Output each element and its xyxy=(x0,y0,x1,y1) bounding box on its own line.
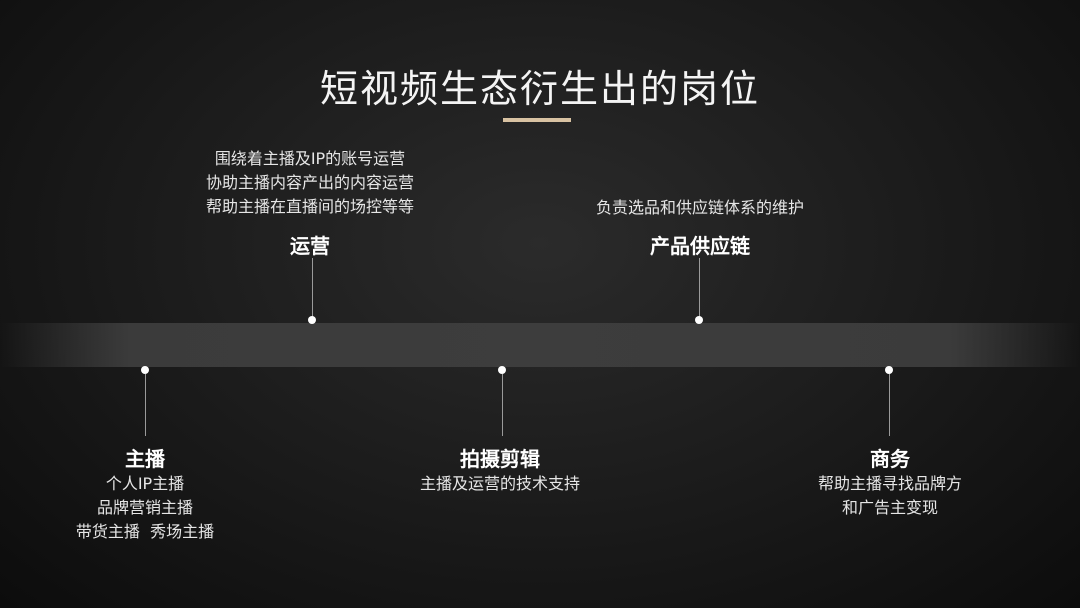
node-filming-editing-label: 拍摄剪辑 xyxy=(460,447,540,471)
node-supply-chain-label: 产品供应链 xyxy=(650,234,750,258)
node-business-description: 帮助主播寻找品牌方 和广告主变现 xyxy=(780,472,1000,520)
connector-line xyxy=(312,258,313,320)
title-underline xyxy=(503,118,571,122)
node-operations-label: 运营 xyxy=(290,234,330,258)
description-line: 个人IP主播 xyxy=(105,474,185,493)
description-line: 帮助主播寻找品牌方 xyxy=(817,474,962,493)
description-line: 主播及运营的技术支持 xyxy=(419,474,580,493)
node-supply-chain-description: 负责选品和供应链体系的维护 xyxy=(550,196,850,220)
description-line: 负责选品和供应链体系的维护 xyxy=(595,198,804,217)
node-operations-description: 围绕着主播及IP的账号运营 协助主播内容产出的内容运营 帮助主播在直播间的场控等… xyxy=(160,147,460,219)
description-line: 和广告主变现 xyxy=(841,498,938,517)
connector-line xyxy=(699,258,700,320)
node-filming-editing-description: 主播及运营的技术支持 xyxy=(370,472,630,496)
description-line: 品牌营销主播 xyxy=(96,498,193,517)
description-line: 帮助主播在直播间的场控等等 xyxy=(205,197,414,216)
timeline-dot xyxy=(695,316,703,324)
description-line: 带货主播 秀场主播 xyxy=(75,522,215,541)
timeline-dot xyxy=(141,366,149,374)
description-line: 协助主播内容产出的内容运营 xyxy=(205,173,414,192)
connector-line xyxy=(502,374,503,436)
connector-line xyxy=(889,374,890,436)
page-title: 短视频生态衍生出的岗位 xyxy=(319,67,760,111)
timeline-dot xyxy=(498,366,506,374)
timeline-dot xyxy=(885,366,893,374)
node-host-label: 主播 xyxy=(125,447,165,471)
timeline-band xyxy=(0,323,1080,367)
description-line: 围绕着主播及IP的账号运营 xyxy=(214,149,406,168)
node-business-label: 商务 xyxy=(870,447,910,471)
node-host-description: 个人IP主播 品牌营销主播 带货主播 秀场主播 xyxy=(40,472,250,544)
timeline-dot xyxy=(308,316,316,324)
connector-line xyxy=(145,374,146,436)
